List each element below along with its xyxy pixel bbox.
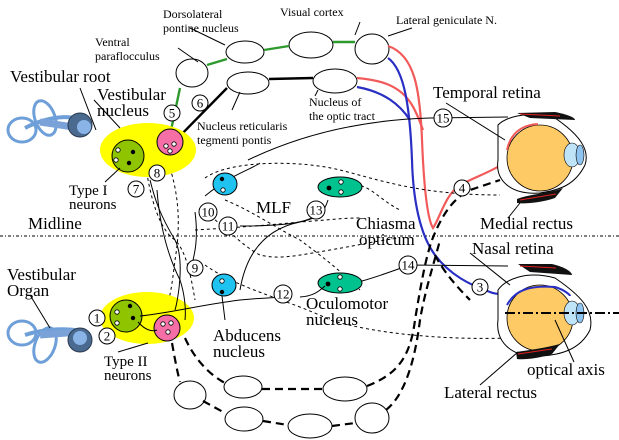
- label-type-i-1: Type I: [69, 183, 108, 199]
- pathway-6-marker: 6: [197, 96, 204, 111]
- nasal-to-not-path: [356, 85, 411, 121]
- nrtp-node: [226, 71, 270, 95]
- pathway-11-marker: 11: [222, 219, 235, 234]
- label-nasal-retina: Nasal retina: [472, 239, 554, 258]
- lower-relay-node: [287, 413, 333, 439]
- upper-vestibular-organ: [6, 99, 93, 144]
- pathway-9-marker: 9: [192, 261, 199, 276]
- pathway-15-line: [247, 116, 509, 161]
- temporal-to-not-path: [356, 76, 425, 131]
- abducens-upper-link: [204, 162, 261, 197]
- label-nucleus-optic-1: Nucleus of: [309, 95, 361, 109]
- medial-rectus-muscle: [517, 188, 563, 204]
- green-pathway-b: [263, 44, 290, 52]
- lower-vestibular-organ: [6, 319, 93, 364]
- label-midline: Midline: [28, 214, 82, 233]
- lower-type-i-neuron: [109, 299, 143, 333]
- upper-abducens-nucleus: [212, 172, 238, 196]
- label-ventral-2: paraflocculus: [95, 49, 160, 63]
- label-abducens-1: Abducens: [213, 326, 281, 345]
- pathway-6-to-not: [268, 76, 314, 81]
- label-vestibular-nucleus-2: nucleus: [97, 101, 149, 120]
- label-vestibular-nucleus-1: Vestibular: [97, 85, 166, 104]
- label-mlf: MLF: [256, 198, 291, 217]
- label-chiasma-2: opticum: [359, 230, 415, 249]
- lower-ventral-paraflocculus-node: [173, 380, 207, 410]
- pathway-2-marker: 2: [104, 329, 111, 344]
- pathway-10-marker: 10: [202, 205, 215, 220]
- label-ventral-1: Ventral: [95, 35, 130, 49]
- upper-relay-nodes: [175, 31, 390, 95]
- lower-type-ii-neuron: [153, 314, 181, 342]
- text-labels: Dorsolateral pontine nucleus Visual cort…: [7, 5, 605, 402]
- pathway-15-marker: 15: [437, 111, 450, 126]
- lateral-rectus-muscle: [516, 344, 560, 360]
- lower-eyeball: [506, 284, 574, 352]
- label-nucleus-optic-2: the optic tract: [309, 109, 376, 123]
- label-abducens-2: nucleus: [213, 342, 265, 361]
- pathway-5-marker: 5: [169, 106, 176, 121]
- lower-lateral-geniculate-node: [354, 402, 390, 434]
- upper-eyeball: [506, 124, 574, 192]
- lower-nrtp-node: [322, 376, 368, 402]
- lower-visual-cortex-node: [224, 406, 264, 432]
- pathway-7-marker: 7: [133, 182, 140, 197]
- label-nrtp-1: Nucleus reticularis: [197, 119, 288, 133]
- pathway-4-marker: 4: [459, 181, 466, 196]
- pathway-1-marker: 1: [94, 311, 101, 326]
- pathway-7-line: [149, 179, 181, 311]
- lower-oculomotor-nucleus: [317, 272, 363, 294]
- upper-eye: [497, 112, 587, 204]
- temporal-retina-path: [387, 44, 506, 230]
- label-visual-cortex: Visual cortex: [280, 5, 344, 19]
- label-dorsolateral-1: Dorsolateral: [163, 7, 223, 21]
- label-lateral-geniculate: Lateral geniculate N.: [396, 13, 497, 27]
- ventral-paraflocculus-node: [175, 58, 209, 88]
- pathway-markers: 1 2 3 4 5 6 7 8 9 10 11 12 13 14 15: [88, 94, 489, 345]
- label-type-ii-2: neurons: [104, 368, 152, 384]
- label-vestibular-organ-2: Organ: [7, 281, 50, 300]
- nucleus-optic-tract-node: [312, 68, 358, 94]
- lower-eye: [497, 264, 619, 360]
- label-medial-rectus: Medial rectus: [480, 214, 573, 233]
- pathway-8-marker: 8: [154, 166, 161, 181]
- label-optical-axis: optical axis: [527, 360, 605, 379]
- label-vestibular-organ-1: Vestibular: [7, 265, 76, 284]
- upper-oculomotor-nucleus: [317, 176, 363, 198]
- upper-type-i-neuron: [111, 139, 145, 173]
- lower-dorsolateral-node: [223, 375, 263, 399]
- label-type-i-2: neurons: [69, 197, 117, 213]
- pathway-14-line: [361, 264, 509, 282]
- label-lateral-rectus: Lateral rectus: [444, 383, 537, 402]
- lower-dashed-loop: [170, 178, 501, 439]
- label-nrtp-2: tegmenti pontis: [197, 133, 272, 147]
- lateral-geniculate-node: [354, 33, 390, 65]
- pathway-12-marker: 12: [277, 287, 290, 302]
- lower-abducens-nucleus: [211, 273, 237, 297]
- leader-lines: [29, 21, 575, 386]
- label-oculomotor-1: Oculomotor: [306, 294, 388, 313]
- label-dorsolateral-2: pontine nucleus: [163, 21, 239, 35]
- green-pathway-a: [206, 57, 228, 67]
- label-type-ii-1: Type II: [104, 354, 148, 370]
- pathway-3-marker: 3: [477, 280, 484, 295]
- label-vestibular-root: Vestibular root: [10, 67, 111, 86]
- label-chiasma-1: Chiasma: [356, 214, 416, 233]
- pathway-14-marker: 14: [402, 258, 416, 273]
- dorsolateral-pontine-node: [225, 40, 265, 64]
- visual-cortex-node: [288, 31, 334, 59]
- lower-superior-muscle: [518, 264, 572, 275]
- upper-superior-muscle: [517, 112, 575, 120]
- label-oculomotor-2: nucleus: [306, 310, 358, 329]
- pathway-12-line: [139, 296, 284, 317]
- pathway-8-line: [156, 189, 186, 321]
- label-temporal-retina: Temporal retina: [433, 83, 541, 102]
- pathway-13-marker: 13: [310, 203, 323, 218]
- upper-type-ii-neuron: [156, 128, 184, 156]
